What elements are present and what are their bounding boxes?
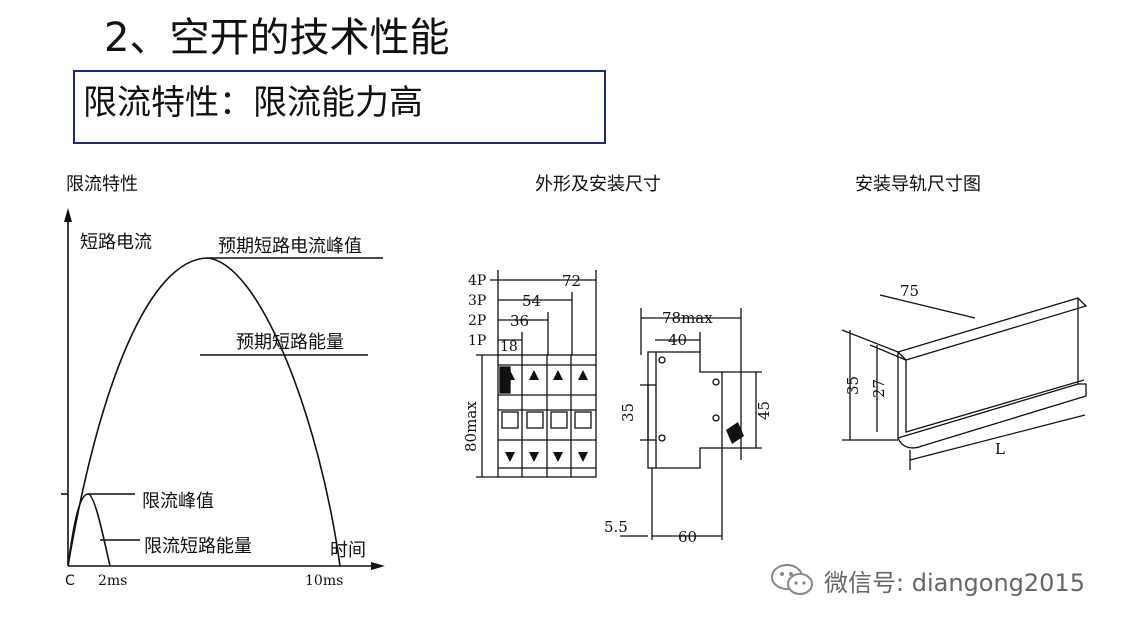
side-base-offset-label: 5.5 xyxy=(604,518,628,536)
y-axis-arrow xyxy=(64,208,72,222)
curve-energy-label: 预期短路能量 xyxy=(236,332,344,353)
x-axis-arrow xyxy=(371,562,385,570)
side-top-step-label: 40 xyxy=(668,331,687,349)
side-left-height-label: 35 xyxy=(619,403,637,422)
front-pole-1p: 1P xyxy=(468,333,486,349)
rail-outer-height-label: 35 xyxy=(844,376,862,395)
front-width-18: 18 xyxy=(500,339,518,355)
section-dimensions-label: 外形及安装尺寸 xyxy=(535,174,661,195)
front-width-72: 72 xyxy=(562,272,581,290)
subtitle-text: 限流特性：限流能力高 xyxy=(83,83,423,123)
curve-y-label: 短路电流 xyxy=(80,232,152,253)
front-width-36: 36 xyxy=(510,312,529,330)
wechat-icon xyxy=(771,564,813,595)
limited-current-curve xyxy=(67,493,111,567)
side-base-width-label: 60 xyxy=(678,528,697,546)
curve-peak-label: 预期短路电流峰值 xyxy=(218,236,362,257)
front-width-54: 54 xyxy=(522,292,541,310)
side-view-toggle xyxy=(726,422,744,444)
section-curve-label: 限流特性 xyxy=(66,174,138,195)
front-pole-4p: 4P xyxy=(468,273,486,289)
front-pole-3p: 3P xyxy=(468,293,486,309)
rail-length-label: L xyxy=(995,440,1005,458)
side-right-height-label: 45 xyxy=(755,401,773,420)
curve-tick-2ms: 2ms xyxy=(98,573,127,589)
section-rail-label: 安装导轨尺寸图 xyxy=(855,174,981,195)
prospective-current-curve xyxy=(67,257,341,567)
front-pole-2p: 2P xyxy=(468,313,486,329)
side-view-drawing xyxy=(620,308,762,540)
din-rail-drawing xyxy=(841,294,1088,470)
curve-origin-label: C xyxy=(65,573,75,589)
side-depth-label: 78max xyxy=(662,309,713,327)
current-limit-chart xyxy=(61,208,385,570)
front-view-terminals xyxy=(505,370,588,462)
rail-width-label: 75 xyxy=(900,282,919,300)
watermark-text: 微信号: diangong2015 xyxy=(824,568,1085,597)
watermark: 微信号: diangong2015 xyxy=(770,563,1085,597)
page-title: 2、空开的技术性能 xyxy=(104,15,450,61)
curve-limit-peak-label: 限流峰值 xyxy=(142,491,214,512)
curve-tick-10ms: 10ms xyxy=(305,573,343,589)
curve-time-label: 时间 xyxy=(330,540,366,561)
rail-inner-height-label: 27 xyxy=(870,379,888,398)
curve-limit-energy-label: 限流短路能量 xyxy=(144,536,252,557)
front-height-80max: 80max xyxy=(462,401,480,452)
subtitle-box: 限流特性：限流能力高 xyxy=(73,70,606,144)
